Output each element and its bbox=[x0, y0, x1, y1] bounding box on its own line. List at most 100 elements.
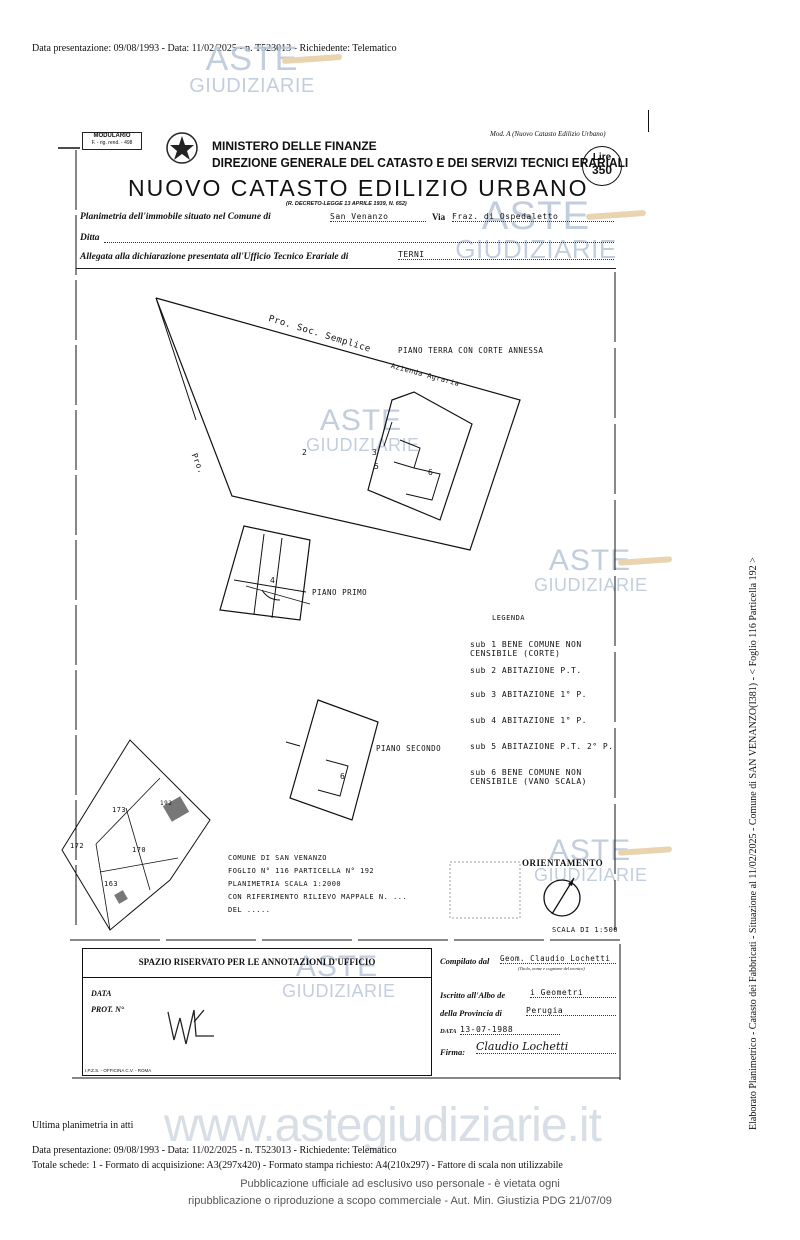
ministero-label: MINISTERO DELLE FINANZE bbox=[212, 139, 377, 153]
watermark-right: ASTE GIUDIZIARIE bbox=[534, 544, 673, 595]
ufficio-data-label: DATA bbox=[91, 989, 112, 998]
modulario-box: MODULARIO F. - rig. rend. - 498 bbox=[82, 132, 142, 150]
planimetria-label: Planimetria dell'immobile situato nel Co… bbox=[80, 212, 271, 222]
via-value: Fraz. di Ospedaletto bbox=[452, 212, 614, 222]
firma-value: Claudio Lochetti bbox=[476, 1040, 616, 1054]
comune-line1: COMUNE DI SAN VENANZO bbox=[228, 854, 328, 862]
parcel-170: 170 bbox=[132, 846, 147, 854]
lire-stamp: Lire 350 bbox=[582, 146, 622, 186]
legenda-desc: BENE COMUNE NON CENSIBILE (VANO SCALA) bbox=[470, 768, 587, 786]
corner-mark bbox=[648, 110, 649, 132]
legenda-sub: sub 2 bbox=[470, 666, 497, 675]
modulario-title: MODULARIO bbox=[93, 133, 131, 139]
header-top-line: Data presentazione: 09/08/1993 - Data: 1… bbox=[32, 43, 397, 54]
scala-label: SCALA DI 1:500 bbox=[552, 926, 619, 934]
compilato-label: Compilato dal bbox=[440, 956, 490, 966]
legenda-sub: sub 1 bbox=[470, 640, 497, 649]
modulario-sub: F. - rig. rend. - 498 bbox=[91, 140, 133, 146]
num-5: 5 bbox=[374, 462, 380, 471]
watermark-aste: ASTE bbox=[481, 194, 591, 238]
piano-primo-label: PIANO PRIMO bbox=[312, 588, 368, 597]
comune-block: COMUNE DI SAN VENANZO FOGLIO N° 116 PART… bbox=[228, 852, 438, 917]
watermark-giudiziarie: GIUDIZIARIE bbox=[455, 234, 617, 264]
iscritto-label: Iscritto all'Albo de bbox=[440, 990, 506, 1000]
legenda-sub: sub 5 bbox=[470, 742, 497, 751]
legenda-desc: ABITAZIONE 1° P. bbox=[501, 690, 587, 699]
allegata-label: Allegata alla dichiarazione presentata a… bbox=[80, 252, 349, 262]
legenda-item: sub 5 ABITAZIONE P.T. 2° P. bbox=[470, 742, 630, 768]
parcel-173: 173 bbox=[112, 806, 127, 814]
watermark-giudiziarie: GIUDIZIARIE bbox=[282, 981, 396, 1001]
emblem-icon bbox=[166, 132, 198, 164]
num-6b: 6 bbox=[340, 772, 346, 781]
ditta-value-line bbox=[104, 232, 614, 243]
footer-data-line: Data presentazione: 09/08/1993 - Data: 1… bbox=[32, 1145, 397, 1156]
ufficio-box: SPAZIO RISERVATO PER LE ANNOTAZIONI D'UF… bbox=[82, 948, 432, 1076]
lire-value: 350 bbox=[591, 163, 613, 177]
parcel-163: 163 bbox=[104, 880, 119, 888]
compilato-value: Geom. Claudio Lochetti bbox=[500, 954, 616, 964]
ufficio-footer-small: I.P.Z.S. - OFFICINA C.V. - ROMA bbox=[85, 1068, 152, 1073]
footer-pub2: ripubblicazione o riproduzione a scopo c… bbox=[188, 1195, 612, 1207]
ultima-planimetria: Ultima planimetria in atti bbox=[32, 1120, 134, 1131]
ditta-label: Ditta bbox=[80, 233, 100, 243]
watermark-plan: ASTE GIUDIZIARIE bbox=[306, 404, 420, 455]
watermark-aste: ASTE bbox=[295, 950, 379, 983]
ufficio-title: SPAZIO RISERVATO PER LE ANNOTAZIONI D'UF… bbox=[83, 949, 431, 978]
num-6: 6 bbox=[428, 468, 434, 477]
iscritto-value: i Geometri bbox=[530, 988, 616, 998]
legenda-sub: sub 6 bbox=[470, 768, 497, 777]
num-2: 2 bbox=[302, 448, 308, 457]
piano-secondo-label: PIANO SECONDO bbox=[376, 744, 442, 753]
legenda-list: sub 1 BENE COMUNE NON CENSIBILE (CORTE) … bbox=[470, 640, 630, 794]
decreto-label: (R. DECRETO-LEGGE 13 APRILE 1939, N. 652… bbox=[286, 201, 407, 207]
legenda-item: sub 2 ABITAZIONE P.T. bbox=[470, 666, 630, 690]
comune-value: San Venanzo bbox=[330, 212, 426, 222]
legenda-sub: sub 4 bbox=[470, 716, 497, 725]
watermark-giudiziarie: GIUDIZIARIE bbox=[306, 435, 420, 455]
ufficio-value: TERNI bbox=[398, 250, 614, 260]
comune-line3: PLANIMETRIA SCALA 1:2000 bbox=[228, 880, 342, 888]
orientamento-label: ORIENTAMENTO bbox=[522, 858, 604, 868]
comune-line2: FOGLIO N° 116 PARTICELLA N° 192 bbox=[228, 867, 375, 875]
compilato-data-label: DATA bbox=[440, 1028, 457, 1035]
watermark-giudiziarie: GIUDIZIARIE bbox=[534, 575, 648, 595]
legenda-desc: ABITAZIONE 1° P. bbox=[501, 716, 587, 725]
compilato-data-value: 13-07-1988 bbox=[460, 1025, 560, 1035]
watermark-aste: ASTE bbox=[548, 834, 632, 867]
watermark-top: ASTE GIUDIZIARIE bbox=[182, 42, 343, 97]
provincia-label: della Provincia di bbox=[440, 1008, 502, 1018]
legenda-item: sub 3 ABITAZIONE 1° P. bbox=[470, 690, 630, 716]
sidebar-vertical-text: Elaborato Planimetrico - Catasto dei Fab… bbox=[748, 557, 759, 1130]
legenda-desc: ABITAZIONE P.T. bbox=[501, 666, 582, 675]
watermark-form: ASTE GIUDIZIARIE bbox=[436, 194, 647, 264]
firma-label: Firma: bbox=[440, 1047, 466, 1057]
piano-terra-label: PIANO TERRA CON CORTE ANNESSA bbox=[398, 346, 544, 355]
lire-label: Lire bbox=[592, 152, 612, 163]
ufficio-prot-label: PROT. N° bbox=[91, 1005, 125, 1014]
footer-totale-line: Totale schede: 1 - Formato di acquisizio… bbox=[32, 1160, 563, 1171]
legenda-desc: BENE COMUNE NON CENSIBILE (CORTE) bbox=[470, 640, 582, 658]
via-label: Via bbox=[432, 212, 446, 222]
form-divider bbox=[76, 268, 616, 269]
num-4: 4 bbox=[270, 576, 276, 585]
watermark-aste: ASTE bbox=[548, 544, 632, 577]
comune-line5: DEL ..... bbox=[228, 906, 271, 914]
comune-line4: CON RIFERIMENTO RILIEVO MAPPALE N. ... bbox=[228, 893, 408, 901]
legenda-title: LEGENDA bbox=[492, 614, 526, 622]
parcel-192: 192 bbox=[160, 800, 173, 807]
legenda-desc: ABITAZIONE P.T. 2° P. bbox=[501, 742, 614, 751]
watermark-aste: ASTE bbox=[319, 404, 403, 437]
page-title: NUOVO CATASTO EDILIZIO URBANO bbox=[128, 175, 589, 201]
legenda-item: sub 6 BENE COMUNE NON CENSIBILE (VANO SC… bbox=[470, 768, 630, 794]
num-3: 3 bbox=[372, 448, 378, 457]
site-watermark: www.astegiudiziarie.it bbox=[164, 1099, 602, 1152]
mod-a-label: Mod. A (Nuovo Catasto Edilizio Urbano) bbox=[490, 130, 606, 138]
compilato-note: (Titolo, nome e cognome del tecnico) bbox=[518, 966, 585, 971]
watermark-giudiziarie: GIUDIZIARIE bbox=[189, 75, 315, 97]
provincia-value: Perugia bbox=[526, 1006, 616, 1016]
watermark-box: ASTE GIUDIZIARIE bbox=[282, 950, 396, 1001]
legenda-sub: sub 3 bbox=[470, 690, 497, 699]
footer-pub1: Pubblicazione ufficiale ad esclusivo uso… bbox=[240, 1178, 560, 1190]
